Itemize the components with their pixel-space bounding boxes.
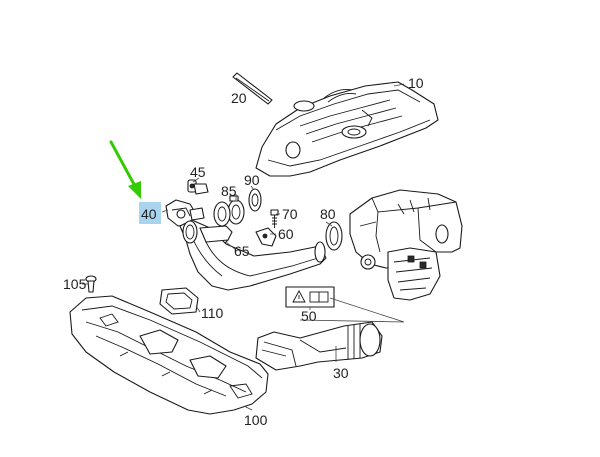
part-30-intake-snorkel[interactable] xyxy=(255,321,383,371)
part-45-fitting[interactable] xyxy=(187,179,209,195)
part-85-clamp[interactable] xyxy=(227,195,245,225)
label-100[interactable]: 100 xyxy=(244,412,268,428)
label-20[interactable]: 20 xyxy=(231,90,247,106)
part-70-bolt[interactable] xyxy=(270,209,279,228)
label-105[interactable]: 105 xyxy=(63,276,87,292)
label-70[interactable]: 70 xyxy=(282,206,298,222)
part-80-seal[interactable] xyxy=(325,221,343,251)
part-40-label-highlight xyxy=(139,202,161,224)
part-labels: 10 20 45 90 85 40 70 80 60 65 105 50 110… xyxy=(63,75,424,428)
label-10[interactable]: 10 xyxy=(408,75,424,91)
label-80[interactable]: 80 xyxy=(320,206,336,222)
label-30[interactable]: 30 xyxy=(333,365,349,381)
part-105-clip[interactable] xyxy=(85,275,97,293)
part-50-warning-label[interactable] xyxy=(285,286,335,308)
air-filter-housing[interactable] xyxy=(349,189,463,301)
label-110[interactable]: 110 xyxy=(201,305,224,321)
label-85[interactable]: 85 xyxy=(221,183,237,199)
part-40-breather-valve[interactable] xyxy=(165,199,205,227)
part-100-underbody-panel[interactable] xyxy=(69,295,269,415)
part-10-engine-cover[interactable] xyxy=(255,81,439,177)
intake-duct[interactable] xyxy=(179,201,327,291)
label-60[interactable]: 60 xyxy=(278,226,294,242)
label-40[interactable]: 40 xyxy=(141,206,157,222)
label-45[interactable]: 45 xyxy=(190,164,206,180)
label-50[interactable]: 50 xyxy=(301,308,317,324)
part-90-clamp[interactable] xyxy=(248,188,262,212)
part-110-gasket[interactable] xyxy=(159,287,199,315)
leader-lines xyxy=(82,83,405,411)
label-90[interactable]: 90 xyxy=(244,172,260,188)
callout-arrow xyxy=(109,140,141,199)
part-20-seal-strip[interactable] xyxy=(232,72,273,105)
part-60-bracket[interactable] xyxy=(255,227,277,247)
label-65[interactable]: 65 xyxy=(234,243,250,259)
